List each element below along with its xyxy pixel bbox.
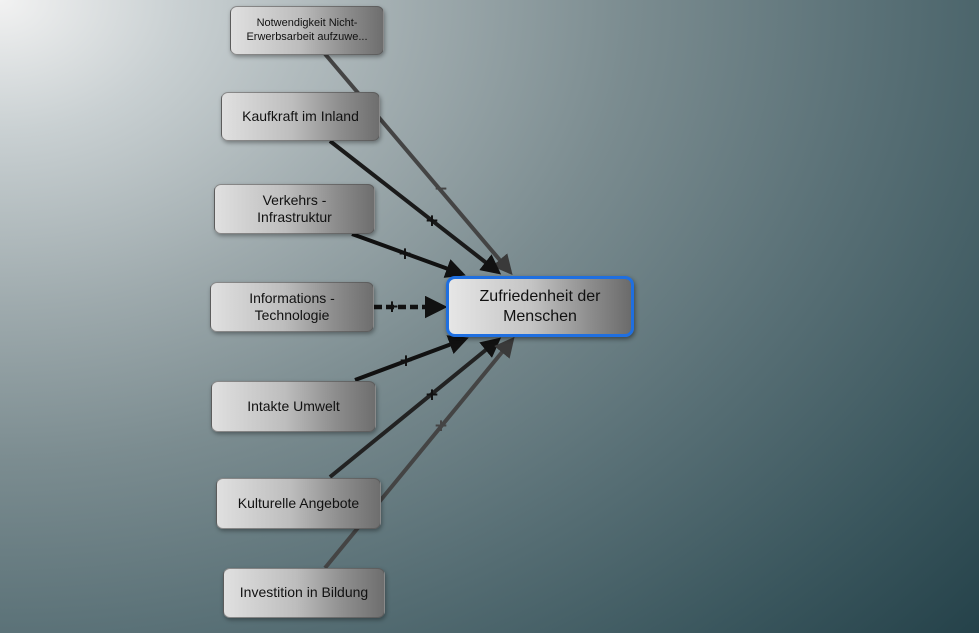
- edge-sign: +: [425, 211, 439, 231]
- factor-node-bildung[interactable]: Investition in Bildung: [223, 568, 385, 618]
- factor-label: Kaufkraft im Inland: [242, 107, 359, 124]
- factor-label: Notwendigkeit Nicht-Erwerbsarbeit aufzuw…: [246, 16, 368, 43]
- edge-0[interactable]: −: [323, 52, 513, 276]
- factor-node-verkehrs[interactable]: Verkehrs - Infrastruktur: [214, 184, 375, 234]
- edge-line: [351, 232, 466, 278]
- factor-label: Verkehrs - Infrastruktur: [257, 191, 332, 226]
- edge-1[interactable]: +: [328, 139, 502, 275]
- target-label: Zufriedenheit der Menschen: [479, 287, 601, 325]
- edge-3[interactable]: +: [374, 295, 448, 319]
- target-node-zufriedenheit[interactable]: Zufriedenheit der Menschen: [446, 276, 634, 337]
- edge-2[interactable]: +: [351, 232, 466, 278]
- edge-line: [354, 335, 469, 382]
- factor-label: Informations - Technologie: [249, 289, 335, 324]
- edge-sign: +: [398, 244, 412, 264]
- edge-6[interactable]: +: [323, 336, 515, 570]
- edge-5[interactable]: +: [328, 337, 502, 479]
- factor-label: Investition in Bildung: [239, 584, 369, 601]
- factor-label: Intakte Umwelt: [247, 397, 340, 414]
- edge-sign: −: [434, 179, 448, 199]
- edge-sign: +: [385, 297, 399, 317]
- edge-sign: +: [434, 416, 448, 436]
- factor-node-umwelt[interactable]: Intakte Umwelt: [211, 381, 376, 432]
- edge-line: [323, 336, 515, 570]
- factor-node-kaufkraft[interactable]: Kaufkraft im Inland: [221, 92, 380, 141]
- edge-4[interactable]: +: [354, 335, 469, 382]
- edge-sign: +: [399, 351, 413, 371]
- factor-node-kultur[interactable]: Kulturelle Angebote: [216, 478, 381, 529]
- edge-line: [328, 139, 502, 275]
- edge-line: [328, 337, 502, 479]
- factor-label: Kulturelle Angebote: [237, 494, 360, 511]
- factor-node-informations[interactable]: Informations - Technologie: [210, 282, 374, 332]
- edge-sign: +: [425, 385, 439, 405]
- edge-line: [323, 52, 513, 276]
- factor-node-notwendigkeit[interactable]: Notwendigkeit Nicht-Erwerbsarbeit aufzuw…: [230, 6, 384, 55]
